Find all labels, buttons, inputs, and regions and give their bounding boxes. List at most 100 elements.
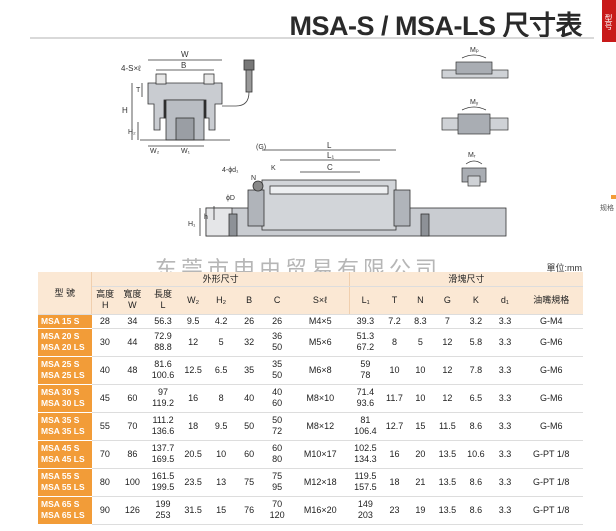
cell-G: 12 — [433, 328, 462, 357]
moment-mr-icon — [461, 160, 487, 187]
svg-text:N: N — [251, 175, 256, 182]
cell-oil: G-M6 — [519, 328, 583, 357]
cell-K: 7.8 — [461, 356, 491, 385]
svg-text:(G): (G) — [256, 144, 266, 151]
cell-N: 21 — [407, 468, 434, 497]
cell-G: 12 — [433, 384, 462, 413]
cell-N: 8.3 — [407, 314, 434, 329]
cell-H: 45 — [91, 384, 118, 413]
cell-SxL: M4×5 — [291, 314, 350, 329]
header-d1: d₁ — [490, 286, 520, 315]
cell-T: 10 — [381, 356, 408, 385]
cell-d1: 3.3 — [490, 412, 520, 441]
cell-G: 12 — [433, 356, 462, 385]
cell-oil: G-PT 1/8 — [519, 496, 583, 525]
header-G: G — [433, 286, 462, 315]
cell-oil: G-PT 1/8 — [519, 468, 583, 497]
moment-mp-icon — [441, 54, 509, 79]
cell-B: 35 — [235, 356, 264, 385]
cell-H2: 10 — [207, 440, 236, 469]
side-view — [199, 149, 507, 237]
cell-K: 8.6 — [461, 468, 491, 497]
cell-H: 70 — [91, 440, 118, 469]
cell-H2: 4.2 — [207, 314, 236, 329]
cell-H: 80 — [91, 468, 118, 497]
cell-B: 60 — [235, 440, 264, 469]
header-group-block: 滑塊尺寸 — [349, 272, 583, 287]
cell-H2: 8 — [207, 384, 236, 413]
svg-text:T: T — [136, 87, 141, 94]
cell-K: 3.2 — [461, 314, 491, 329]
cell-SxL: M10×17 — [291, 440, 350, 469]
header-N: N — [407, 286, 434, 315]
cell-oil: G-M6 — [519, 384, 583, 413]
svg-text:Mᵣ: Mᵣ — [468, 152, 476, 159]
cell-oil: G-PT 1/8 — [519, 440, 583, 469]
svg-text:4-ϕd₁: 4-ϕd₁ — [222, 167, 239, 174]
cell-N: 10 — [407, 356, 434, 385]
header-W2: W₂ — [179, 286, 208, 315]
cell-SxL: M6×8 — [291, 356, 350, 385]
cell-K: 8.6 — [461, 496, 491, 525]
cell-W2: 23.5 — [179, 468, 208, 497]
cell-d1: 3.3 — [490, 384, 520, 413]
cell-B: 32 — [235, 328, 264, 357]
svg-text:L: L — [327, 141, 332, 150]
cell-SxL: M8×12 — [291, 412, 350, 441]
unit-label: 單位:mm — [546, 263, 583, 273]
cell-SxL: M16×20 — [291, 496, 350, 525]
moment-my-icon — [441, 106, 509, 135]
cell-W: 70 — [117, 412, 147, 441]
cell-N: 15 — [407, 412, 434, 441]
cell-T: 12.7 — [381, 412, 408, 441]
label-screw: 4-S×ℓ — [121, 64, 141, 73]
cell-H: 40 — [91, 356, 118, 385]
cell-W2: 12.5 — [179, 356, 208, 385]
model-cell: MSA 15 S — [38, 314, 92, 329]
svg-text:Mₚ: Mₚ — [470, 47, 479, 54]
cell-W: 44 — [117, 328, 147, 357]
cell-L1: 39.3 — [349, 314, 382, 329]
cell-SxL: M12×18 — [291, 468, 350, 497]
cell-H: 90 — [91, 496, 118, 525]
cell-W: 100 — [117, 468, 147, 497]
cell-N: 19 — [407, 496, 434, 525]
cell-B: 40 — [235, 384, 264, 413]
header-L1: L₁ — [349, 286, 382, 315]
cell-W: 60 — [117, 384, 147, 413]
svg-text:h: h — [204, 214, 208, 221]
svg-text:K: K — [271, 165, 276, 172]
cell-oil: G-M6 — [519, 412, 583, 441]
svg-text:C: C — [327, 163, 333, 172]
header-C: C — [263, 286, 292, 315]
cell-H: 28 — [91, 314, 118, 329]
cell-H2: 15 — [207, 496, 236, 525]
header-SxL: S×ℓ — [291, 286, 350, 315]
svg-text:H₂: H₂ — [128, 129, 136, 136]
cell-G: 13.5 — [433, 440, 462, 469]
side-tab[interactable]: 型号 — [602, 0, 616, 42]
header-H2: H₂ — [207, 286, 236, 315]
cell-N: 20 — [407, 440, 434, 469]
